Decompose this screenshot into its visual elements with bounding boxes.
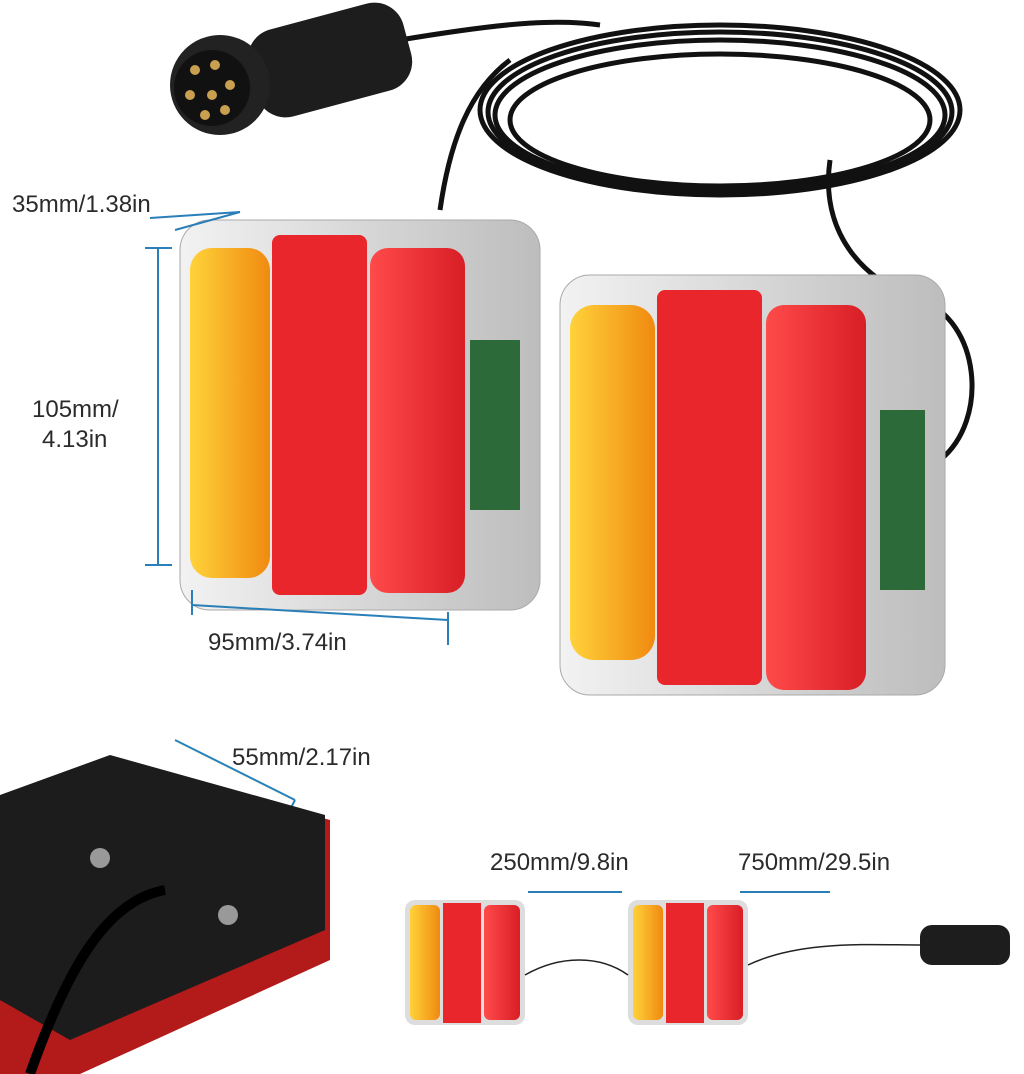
- wiring-diagram: [405, 900, 1010, 1025]
- height-label-line2: 4.13in: [42, 426, 108, 453]
- depth-label: 35mm/1.38in: [12, 191, 151, 218]
- cable-250-label: 250mm/9.8in: [490, 849, 629, 876]
- plug-7-pin: [170, 2, 413, 135]
- light-back-view: [0, 755, 330, 1074]
- tail-light-left: [179, 219, 541, 611]
- height-label-line1: 105mm/: [32, 396, 119, 423]
- width-label: 95mm/3.74in: [208, 629, 347, 656]
- bolt-spacing-label: 55mm/2.17in: [232, 744, 371, 771]
- tail-light-right: [559, 274, 946, 696]
- cable-coil: [399, 19, 975, 462]
- dimension-lines: [99, 211, 830, 916]
- cable-750-label: 750mm/29.5in: [738, 849, 891, 876]
